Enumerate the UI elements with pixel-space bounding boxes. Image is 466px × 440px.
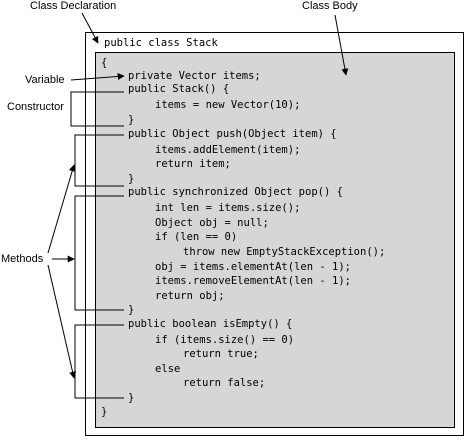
code-line-close: }	[128, 392, 135, 404]
code-line-variable: private Vector items;	[128, 70, 261, 82]
code-line: return true;	[183, 348, 259, 360]
variable-arrow	[70, 72, 125, 81]
pop-bracket	[74, 195, 124, 311]
methods-label: Methods	[1, 253, 44, 265]
code-line-close: }	[128, 304, 135, 316]
code-line-close: }	[128, 114, 135, 126]
code-line: items.addElement(item);	[155, 144, 301, 156]
methods-arrow-push	[47, 164, 76, 254]
code-line: if (items.size() == 0)	[155, 334, 295, 346]
class-declaration-label: Class Declaration	[30, 0, 117, 12]
methods-arrow-isempty	[47, 264, 76, 379]
push-bracket	[74, 134, 124, 187]
code-line: return item;	[155, 158, 231, 170]
code-line-open-brace: {	[101, 57, 108, 69]
code-line: if (len == 0)	[155, 231, 238, 243]
class-declaration-arrow	[81, 12, 99, 44]
constructor-bracket	[70, 91, 124, 127]
class-declaration-code: public class Stack	[104, 37, 218, 49]
code-line: return false;	[183, 377, 266, 389]
code-line: int len = items.size();	[155, 202, 301, 214]
variable-label: Variable	[25, 74, 65, 86]
constructor-label: Constructor	[7, 101, 64, 113]
isempty-bracket	[74, 324, 124, 399]
code-line: items = new Vector(10);	[155, 99, 301, 111]
code-line-isempty-header: public boolean isEmpty() {	[128, 318, 293, 330]
class-body-label: Class Body	[302, 0, 358, 12]
code-line: else	[155, 363, 181, 375]
code-line: items.removeElementAt(len - 1);	[155, 275, 351, 287]
code-line: obj = items.elementAt(len - 1);	[155, 261, 351, 273]
code-line: Object obj = null;	[155, 217, 269, 229]
code-line: throw new EmptyStackException();	[183, 246, 386, 258]
code-line-close-brace: }	[101, 406, 108, 418]
class-body-box	[95, 52, 455, 428]
code-line: return obj;	[155, 290, 225, 302]
code-line-push-header: public Object push(Object item) {	[128, 128, 337, 140]
class-body-arrow	[334, 14, 349, 76]
code-line-constructor-header: public Stack() {	[128, 83, 230, 95]
code-line-pop-header: public synchronized Object pop() {	[128, 186, 343, 198]
code-line-close: }	[128, 173, 135, 185]
